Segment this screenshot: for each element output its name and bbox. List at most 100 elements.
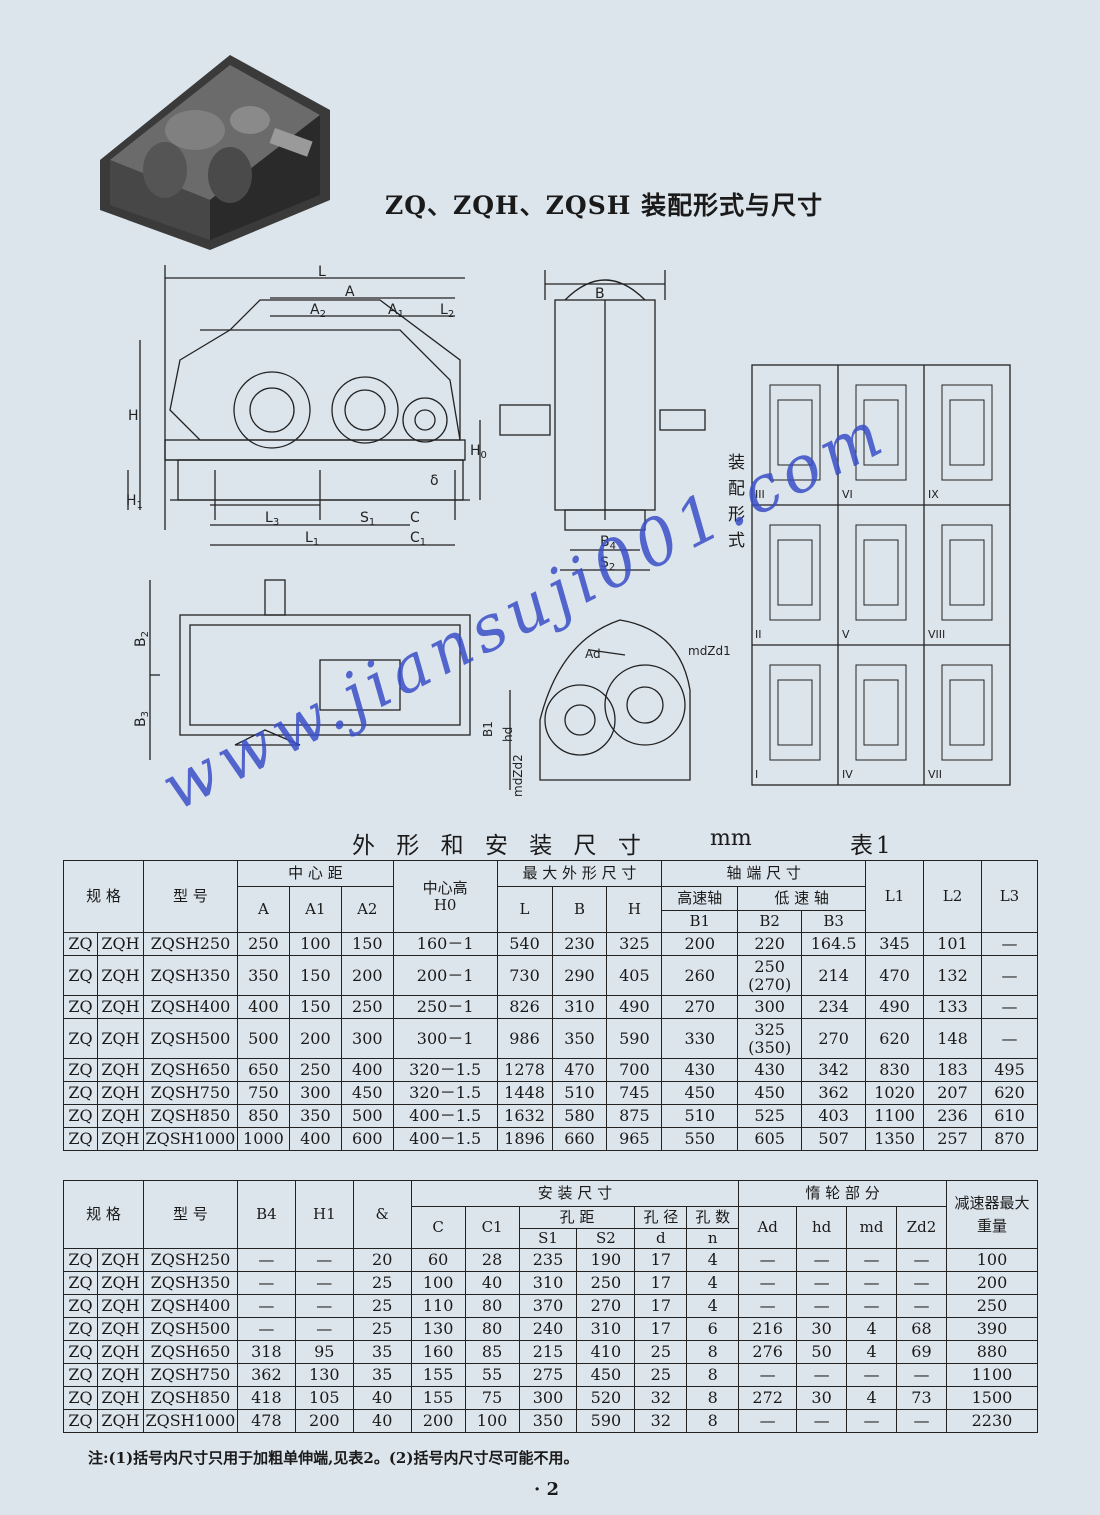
dim-B2: B2 xyxy=(133,631,151,647)
table-cell-a2: 150 xyxy=(340,932,394,956)
table-cell-c1: 100 xyxy=(464,1409,520,1433)
table-cell-b4: 362 xyxy=(236,1363,296,1387)
assembly-type-V: V xyxy=(842,628,850,641)
side-view xyxy=(499,270,706,571)
table-cell-md: — xyxy=(846,1363,897,1387)
table-cell-s2: ZQH xyxy=(96,1058,144,1082)
page-number: · 2 xyxy=(534,1479,560,1500)
dim-H: H xyxy=(128,408,139,424)
table-cell-b1: 200 xyxy=(661,932,739,956)
table-cell-s2: ZQH xyxy=(96,932,144,956)
table-cell-h: 490 xyxy=(606,995,663,1019)
dim-mdZd1: mdZd1 xyxy=(688,644,731,658)
gear-view xyxy=(509,619,691,790)
assembly-forms-grid xyxy=(751,364,1011,786)
table-unit: mm xyxy=(710,826,752,851)
table-cell-hd: — xyxy=(796,1271,848,1295)
table-label: 表1 xyxy=(850,833,894,859)
th-L2: L2 xyxy=(923,860,982,933)
dim-B: B xyxy=(595,286,605,302)
table-cell-h0: 320－1.5 xyxy=(392,1058,498,1082)
table-cell-l2: 132 xyxy=(923,955,982,996)
th2-d: d xyxy=(634,1228,688,1249)
dim-delta: δ xyxy=(430,473,439,489)
th2-Zd2: Zd2 xyxy=(896,1206,947,1249)
table-cell-s2: 520 xyxy=(576,1386,636,1410)
table-cell-c1: 40 xyxy=(464,1271,520,1295)
th2-hole-num: 孔 数 xyxy=(686,1206,740,1229)
assembly-type-IV: IV xyxy=(842,768,853,781)
table-cell-l1: 620 xyxy=(865,1018,925,1059)
table-cell-s1: ZQ xyxy=(63,1294,98,1318)
table-cell-b1: 260 xyxy=(661,955,739,996)
th-shaft: 轴 端 尺 寸 xyxy=(661,860,867,887)
table-cell-d: 25 xyxy=(634,1363,688,1387)
table-cell-b: 230 xyxy=(551,932,608,956)
dimensions-table-2: 规 格 型 号 B4 H1 & 安 装 尺 寸 惰 轮 部 分 减速器最大重量 … xyxy=(63,1180,1039,1433)
table-cell-b4: 478 xyxy=(236,1409,296,1433)
table-cell-a2: 400 xyxy=(340,1058,394,1082)
table-cell-h0: 300－1 xyxy=(392,1018,498,1059)
th2-spec: 规 格 xyxy=(63,1180,144,1249)
table-cell-b2: 300 xyxy=(737,995,803,1019)
table-cell-a: 750 xyxy=(236,1081,290,1105)
table-cell-a1: 350 xyxy=(288,1104,342,1128)
table-cell-a2: 200 xyxy=(340,955,394,996)
table-cell-md: — xyxy=(846,1409,897,1433)
table-cell-l2: 236 xyxy=(923,1104,982,1128)
th-A2: A2 xyxy=(340,886,394,933)
dim-mdZd2: mdZd2 xyxy=(511,754,525,797)
table-cell-s1: 275 xyxy=(518,1363,578,1387)
table-cell-c: 130 xyxy=(410,1317,466,1341)
table-cell-l1: 470 xyxy=(865,955,925,996)
table-cell-model: ZQSH250 xyxy=(142,1248,238,1272)
table-title: 外 形 和 安 装 尺 寸 xyxy=(352,833,648,859)
th2-hole-dia: 孔 径 xyxy=(634,1206,688,1229)
assembly-type-VII: VII xyxy=(928,768,942,781)
table-cell-h1: 200 xyxy=(294,1409,354,1433)
th2-C1: C1 xyxy=(464,1206,520,1249)
table-cell-ad: — xyxy=(738,1363,798,1387)
table-cell-model: ZQSH400 xyxy=(142,995,238,1019)
table-cell-ad: — xyxy=(738,1271,798,1295)
table-cell-s2: 410 xyxy=(576,1340,636,1364)
table-cell-s2: ZQH xyxy=(96,1409,144,1433)
table-cell-w: 100 xyxy=(945,1248,1039,1272)
table-cell-s1: ZQ xyxy=(63,1271,98,1295)
table-cell-model: ZQSH850 xyxy=(142,1386,238,1410)
th2-n: n xyxy=(686,1228,740,1249)
table-cell-zd2: — xyxy=(896,1294,947,1318)
table-cell-s1: 300 xyxy=(518,1386,578,1410)
th2-model: 型 号 xyxy=(142,1180,238,1249)
dim-H0: H0 xyxy=(470,443,487,461)
table-cell-s2: 250 xyxy=(576,1271,636,1295)
assembly-drawing: L A A2 A1 L2 H H0 H1 δ L3 S1 C L1 C1 B B… xyxy=(126,264,1011,797)
dim-L3: L3 xyxy=(265,510,279,528)
table-cell-h0: 160－1 xyxy=(392,932,498,956)
table-cell-a: 650 xyxy=(236,1058,290,1082)
table-cell-s2: ZQH xyxy=(96,1271,144,1295)
table-cell-s2: 450 xyxy=(576,1363,636,1387)
table-cell-c1: 80 xyxy=(464,1317,520,1341)
table-cell-zd2: — xyxy=(896,1409,947,1433)
th2-S2: S2 xyxy=(576,1228,636,1249)
th-B3: B3 xyxy=(801,910,867,933)
table-cell-a2: 250 xyxy=(340,995,394,1019)
assembly-label: 装 配 形 式 xyxy=(728,453,745,551)
table-cell-c: 110 xyxy=(410,1294,466,1318)
table-cell-b1: 450 xyxy=(661,1081,739,1105)
table-cell-h0: 250－1 xyxy=(392,995,498,1019)
dim-L1: L1 xyxy=(305,530,319,548)
table-cell-l: 986 xyxy=(496,1018,553,1059)
table-cell-s2: ZQH xyxy=(96,1340,144,1364)
th2-install: 安 装 尺 寸 xyxy=(410,1180,740,1207)
table-cell-s1: 350 xyxy=(518,1409,578,1433)
table-cell-s2: 270 xyxy=(576,1294,636,1318)
th-A1: A1 xyxy=(288,886,342,933)
page-title: ZQ、ZQH、ZQSH 装配形式与尺寸 xyxy=(385,191,824,220)
